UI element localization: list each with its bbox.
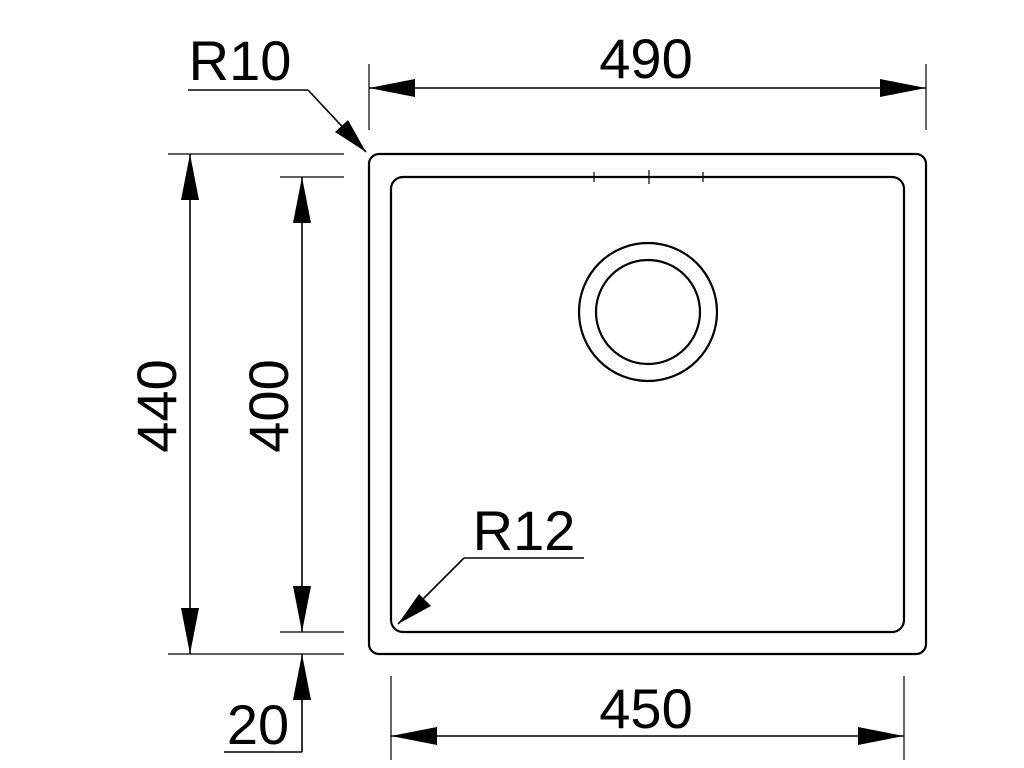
label-outer-height: 440	[125, 359, 188, 452]
leader-inner-radius	[397, 557, 584, 625]
arrowhead-bottom	[181, 608, 199, 654]
arrowhead-leader	[335, 120, 366, 152]
label-outer-radius: R10	[189, 29, 292, 92]
arrowhead-bottom	[293, 586, 311, 632]
label-inner-radius: R12	[473, 499, 576, 562]
arrowhead-left	[391, 727, 437, 745]
dimension-outer-width	[368, 64, 927, 130]
label-rim-offset: 20	[227, 693, 289, 756]
drain-outlet	[577, 241, 719, 383]
arrowhead-top	[293, 177, 311, 223]
arrowhead-right	[858, 727, 904, 745]
arrowhead-top	[181, 154, 199, 200]
arrowhead-leader	[398, 594, 431, 624]
rim-tick-marks	[593, 170, 704, 184]
sink-outer-rim	[367, 152, 928, 656]
arrowhead-up	[293, 654, 311, 700]
label-outer-width: 490	[599, 27, 692, 90]
label-inner-height: 400	[237, 359, 300, 452]
label-inner-width: 450	[599, 677, 692, 740]
dimension-inner-width	[390, 676, 905, 760]
arrowhead-right	[880, 79, 926, 97]
arrowhead-left	[369, 79, 415, 97]
sink-inner-bowl	[389, 175, 906, 634]
dimension-rim-offset	[224, 654, 311, 753]
leader-outer-radius	[188, 89, 367, 153]
dimension-inner-height	[280, 176, 344, 633]
dimension-outer-height	[168, 153, 344, 655]
